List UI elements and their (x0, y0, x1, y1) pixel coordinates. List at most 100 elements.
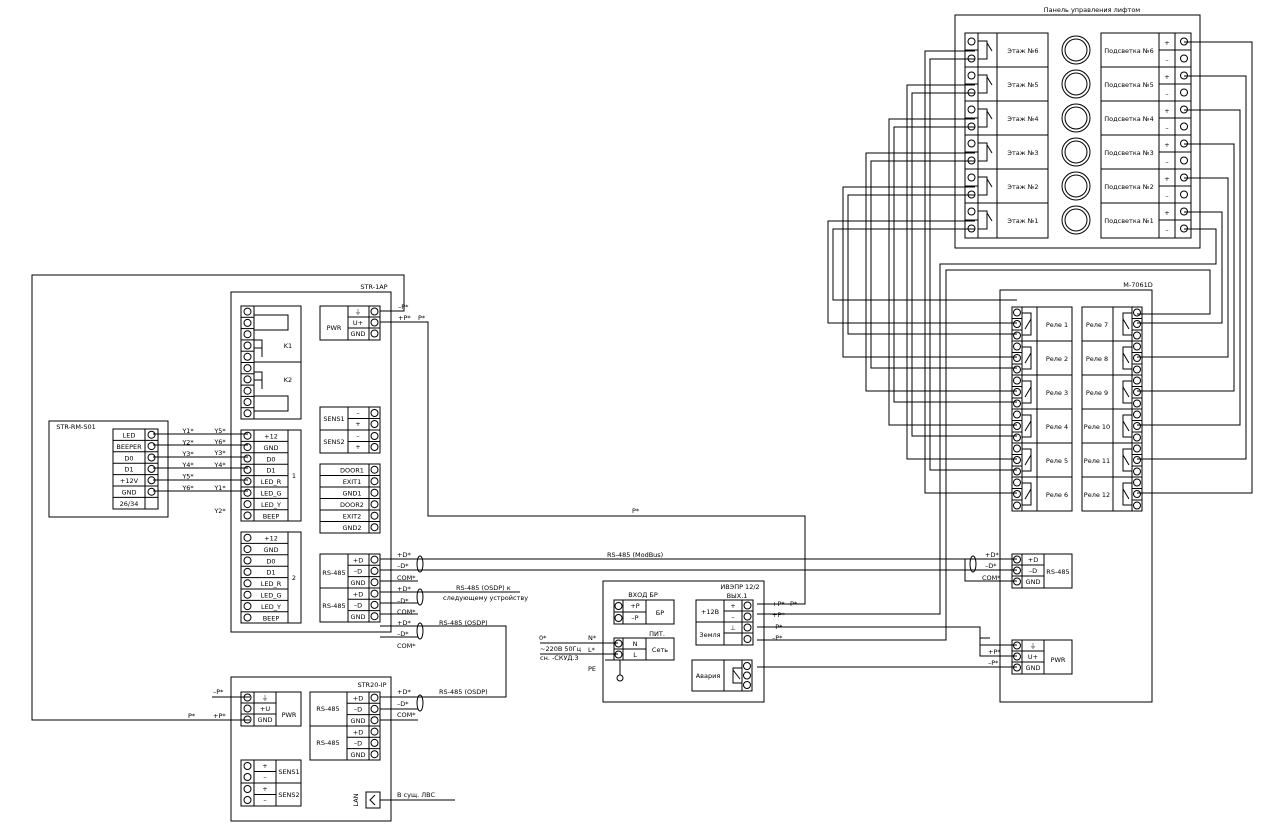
port-pin-label: LED_G (260, 592, 281, 600)
terminal-icon (243, 352, 252, 361)
port-pin-label: GND (264, 444, 279, 452)
relay-left-label: Реле 5 (1046, 457, 1068, 465)
str1ap-rs485-label: RS-485 (322, 602, 345, 610)
psu-power-title: ПИТ. (649, 630, 665, 638)
relay-contact-icon (1022, 482, 1032, 506)
terminal-icon (1180, 54, 1188, 63)
terminal-icon (243, 602, 252, 611)
terminal-icon (1133, 388, 1141, 396)
terminal-icon (1133, 342, 1141, 351)
terminal-icon (370, 600, 379, 609)
str1ap-pwr-pin: GND (351, 330, 366, 338)
floor-button-icon (1061, 69, 1091, 99)
port-pin-label: D0 (266, 557, 275, 565)
relay-contact-icon (1122, 380, 1132, 404)
relay-left-label: Реле 6 (1046, 491, 1068, 499)
reader-wire-label: Y4* (181, 461, 194, 469)
module-pwr-pin: GND (1026, 664, 1041, 672)
relay-contact-icon (1122, 448, 1132, 472)
terminal-icon (1133, 308, 1141, 317)
wire-label: +D* (985, 551, 999, 559)
port-pin-label: LED_R (261, 580, 282, 588)
wire-label: –P* (772, 623, 783, 631)
wire-label: –D* (397, 700, 409, 708)
mains-label: 0* (539, 634, 547, 642)
reader-pin-label: GND (122, 489, 137, 497)
terminal-icon (1133, 399, 1141, 408)
psu-input-pin: –P (631, 614, 638, 622)
terminal-icon (370, 750, 379, 759)
terminal-icon (1013, 354, 1021, 362)
module-rs485-pin: GND (1026, 578, 1041, 586)
psu-out-pin: + (730, 602, 735, 610)
terminal-icon (967, 105, 976, 114)
terminal-icon (1180, 88, 1188, 97)
terminal-icon (1180, 122, 1188, 131)
terminal-icon (1133, 320, 1141, 328)
relay-contact-icon (1022, 346, 1032, 370)
module-title: M-7061D (1123, 281, 1153, 289)
terminal-icon (1133, 354, 1141, 362)
terminal-icon (243, 431, 252, 440)
wire-label: +P* (772, 600, 785, 608)
terminal-icon (243, 567, 252, 576)
wiring (31, 41, 1253, 801)
plus-pin: + (1164, 73, 1169, 81)
port-input-label: Y4* (213, 461, 226, 469)
terminal-icon (370, 511, 379, 520)
str20-sens-pin: + (262, 762, 267, 770)
terminal-icon (1133, 422, 1141, 430)
terminal-icon (1180, 190, 1188, 199)
str20-pwr-pin: +U (260, 705, 270, 713)
terminal-icon (1133, 433, 1141, 442)
contact-icon (978, 74, 993, 94)
door-pin-label: DOOR1 (340, 467, 364, 475)
str20-pwr-label: PWR (282, 711, 297, 719)
str-rm-s01-reader: STR-RM-S01 LEDBEEPERD0D1+12VGND26/34Y1*Y… (48, 420, 194, 518)
str20-sens2-label: SENS2 (278, 791, 299, 799)
terminal-icon (243, 341, 252, 350)
terminal-icon (1180, 156, 1188, 165)
terminal-icon (243, 579, 252, 588)
terminal-icon (1013, 331, 1021, 340)
module-pwr-label: PWR (1051, 656, 1066, 664)
plus-pin: + (1164, 141, 1169, 149)
wire-label: P* (418, 314, 426, 322)
reader-pin-label: LED (123, 432, 136, 440)
terminal-icon (370, 465, 379, 474)
terminal-icon (243, 330, 252, 339)
terminal-icon (243, 545, 252, 554)
terminal-icon (147, 442, 156, 451)
terminal-icon (1013, 444, 1021, 453)
str1ap-pwr-pin: U+ (353, 319, 363, 327)
relay-contact-icon (1022, 448, 1032, 472)
plus-pin: + (1164, 175, 1169, 183)
rs485-pin-label: +D (353, 556, 363, 564)
mains-label: N* (588, 634, 597, 642)
wire-label: +P* (213, 712, 226, 720)
wire-label: +P* (988, 648, 1001, 656)
terminal-icon (243, 443, 252, 452)
osdp-next-label: RS-485 (OSDP) к (456, 584, 511, 592)
str20-rs485-label: RS-485 (316, 739, 339, 747)
floor-button-icon (1061, 137, 1091, 167)
relay-contact-icon (1022, 380, 1032, 404)
terminal-icon (1013, 456, 1021, 464)
minus-pin: – (1165, 192, 1168, 200)
terminal-icon (243, 398, 252, 406)
str20-sens1-label: SENS1 (278, 768, 299, 776)
psu-input-box: БР (656, 609, 664, 617)
wire-labels: –P* +P* P* P* RS-485 (ModBus) +D* –D* CO… (188, 303, 1001, 799)
port-pin-label: GND (264, 546, 279, 554)
psu-input-pin: +P (630, 602, 639, 610)
lan-text: В сущ. ЛВС (397, 791, 436, 799)
lan-label: LAN (352, 793, 360, 806)
door-pin-label: EXIT2 (343, 513, 362, 521)
terminal-icon (243, 477, 252, 486)
terminal-icon (967, 37, 976, 46)
module-pwr-pin: U+ (1028, 653, 1038, 661)
minus-pin: – (1165, 90, 1168, 98)
wire-label: COM* (397, 574, 416, 582)
